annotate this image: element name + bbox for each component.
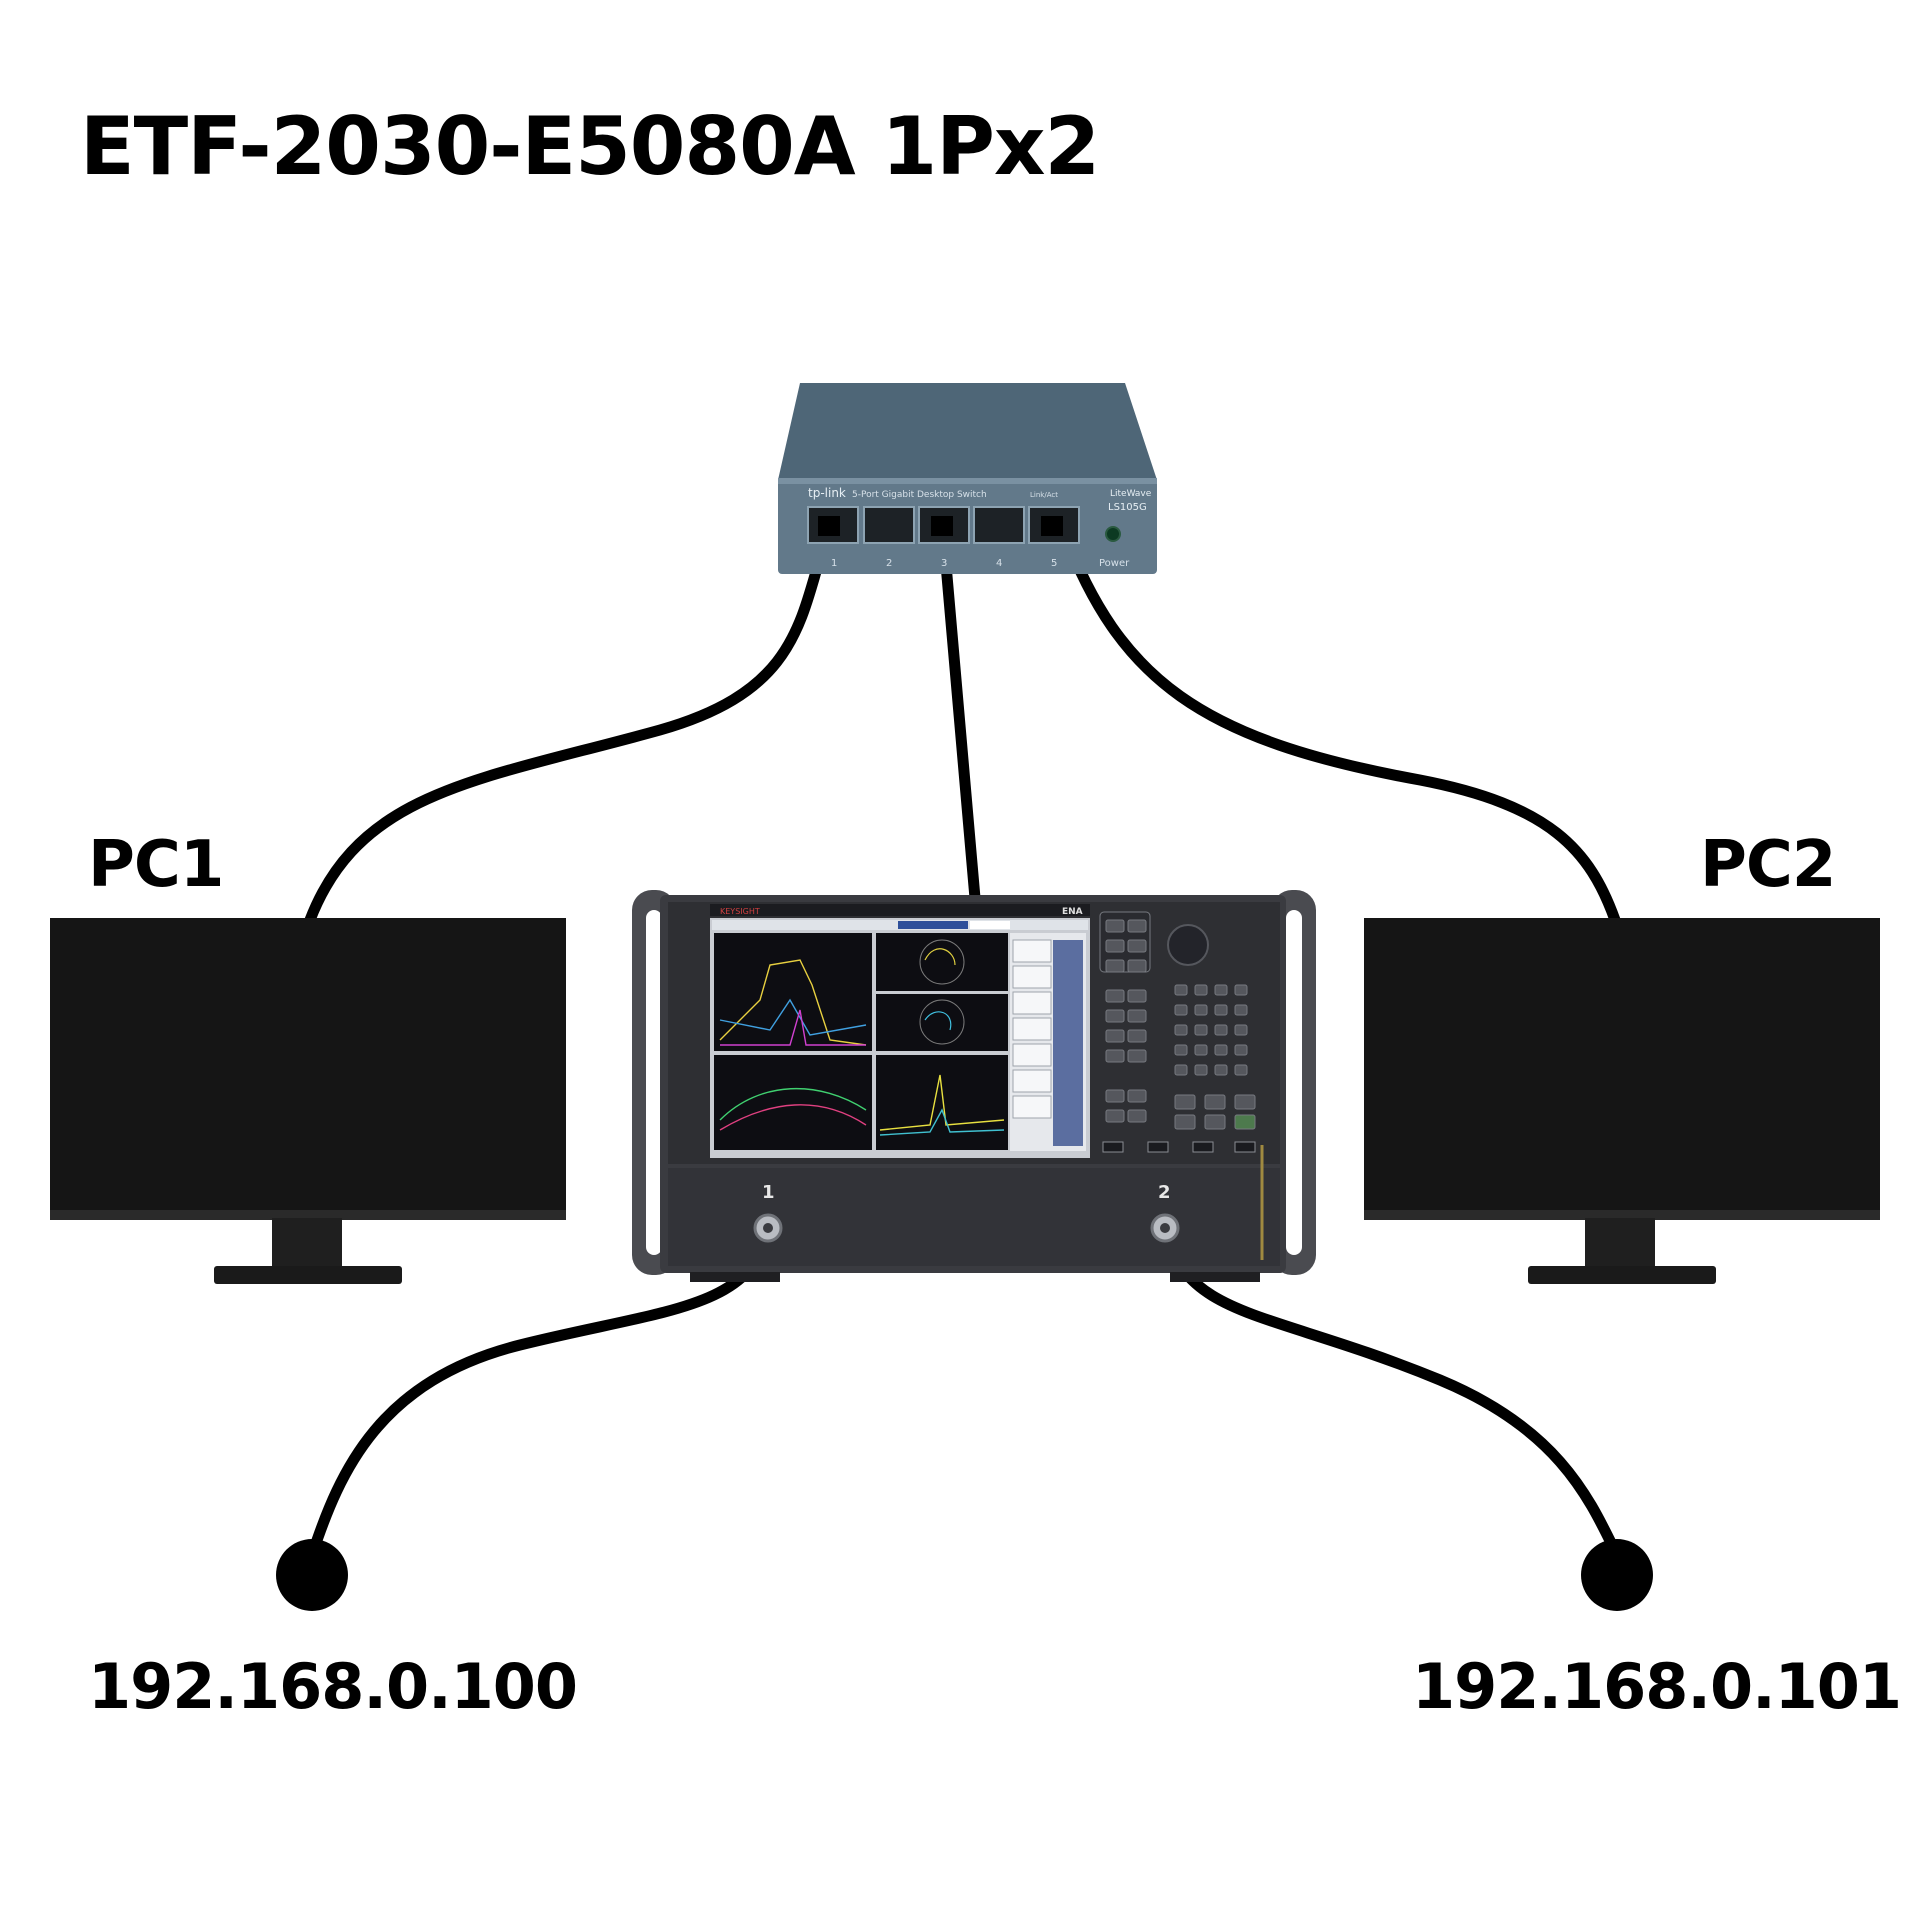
- analyzer-plot-5: [876, 1055, 1008, 1150]
- analyzer-port-2-label: 2: [1158, 1182, 1171, 1203]
- pc2-label: PC2: [1700, 828, 1836, 902]
- cables: [304, 524, 1623, 1561]
- analyzer-plot-1: [714, 933, 872, 1051]
- switch-link-label: Link/Act: [1030, 491, 1058, 499]
- analyzer-plot-2: [876, 933, 1008, 991]
- switch-brand: tp-link: [808, 486, 846, 500]
- switch-port-2: [863, 506, 915, 544]
- switch-port-4: [973, 506, 1025, 544]
- cable-switch-to-pc1: [304, 524, 834, 926]
- switch-power-label: Power: [1099, 558, 1130, 569]
- pc1-monitor-neck: [272, 1218, 342, 1273]
- pc1-label: PC1: [88, 828, 224, 902]
- ip-address-right: 192.168.0.101: [1412, 1650, 1902, 1723]
- network-analyzer: KEYSIGHT ENA: [632, 890, 1316, 1282]
- analyzer-port-1-label: 1: [762, 1182, 775, 1203]
- pc2-monitor-screen: [1364, 918, 1880, 1218]
- network-switch: tp-link 5-Port Gigabit Desktop Switch Li…: [778, 383, 1157, 574]
- analyzer-keypad: [1099, 911, 1256, 1130]
- pc1-monitor-base: [214, 1266, 402, 1284]
- pc2-monitor: [1364, 918, 1880, 1284]
- node-left: [276, 1539, 348, 1611]
- pc2-monitor-neck: [1585, 1218, 1655, 1273]
- pc1-monitor: [50, 918, 566, 1284]
- pc2-monitor-base: [1528, 1266, 1716, 1284]
- ip-address-left: 192.168.0.100: [88, 1650, 578, 1723]
- switch-port-number-3: 3: [941, 558, 947, 569]
- switch-port-number-4: 4: [996, 558, 1002, 569]
- node-right: [1581, 1539, 1653, 1611]
- switch-top-face: [778, 383, 1157, 480]
- cable-port2-to-node: [1159, 1226, 1623, 1561]
- analyzer-model-line: ENA: [1062, 907, 1083, 917]
- analyzer-plot-4: [714, 1055, 872, 1150]
- analyzer-knob: [1167, 924, 1209, 966]
- analyzer-brand: KEYSIGHT: [720, 907, 760, 916]
- switch-port-number-2: 2: [886, 558, 892, 569]
- switch-port-number-1: 1: [831, 558, 837, 569]
- switch-ports: [807, 506, 1080, 544]
- switch-port-number-5: 5: [1051, 558, 1057, 569]
- switch-description: 5-Port Gigabit Desktop Switch: [852, 490, 987, 500]
- cable-port1-to-node: [306, 1226, 774, 1561]
- switch-model: LS105G: [1108, 502, 1147, 513]
- diagram-title: ETF-2030-E5080A 1Px2: [80, 100, 1100, 193]
- switch-series: LiteWave: [1110, 489, 1152, 499]
- cable-switch-to-pc2: [1057, 524, 1621, 926]
- switch-plugs: [818, 516, 1063, 536]
- cable-switch-to-analyzer: [937, 524, 981, 904]
- analyzer-plot-3: [876, 994, 1008, 1051]
- switch-power-led: [1105, 526, 1121, 542]
- pc1-monitor-screen: [50, 918, 566, 1218]
